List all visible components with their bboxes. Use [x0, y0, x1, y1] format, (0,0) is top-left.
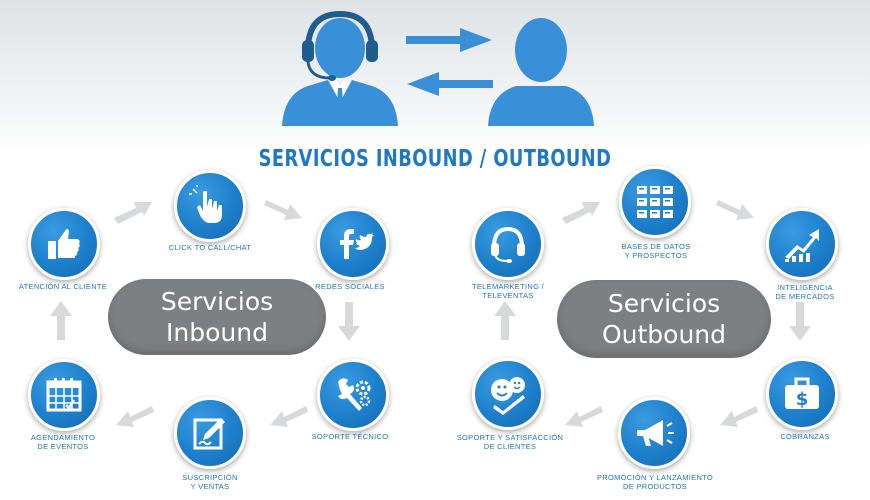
page-title: SERVICIOS INBOUND / OUTBOUND [258, 146, 612, 172]
outbound-center-line1: Servicios [607, 289, 721, 318]
outbound-center-pill: Servicios Outbound [557, 280, 771, 358]
gears-wrench-icon [338, 378, 371, 411]
inteligencia-mercados-node [766, 208, 838, 280]
growth-arrow-icon [785, 229, 819, 262]
agendamiento-node [28, 359, 100, 431]
thumbs-up-icon [48, 229, 80, 259]
inteligencia-mercados-label: INTELIGENCIA DE MERCADOS [775, 283, 835, 301]
soporte-tecnico-label: SOPORTE TÉCNICO [311, 432, 389, 441]
outbound-arrow-2 [789, 302, 811, 341]
redes-sociales-label: REDES SOCIALES [315, 282, 385, 291]
calendar-icon [46, 378, 82, 412]
signature-pen-icon [193, 418, 225, 450]
outbound-center-line2: Outbound [601, 320, 727, 349]
inbound-center-line2: Inbound [166, 318, 268, 347]
click-to-call-node [174, 170, 246, 242]
telemarketing-label: TELEMARKETING / TELEVENTAS [471, 282, 544, 300]
inbound-arrow-4 [116, 406, 154, 427]
outbound-arrow-6 [562, 202, 600, 224]
click-hand-icon [189, 185, 222, 223]
customer-icon [488, 18, 594, 126]
atencion-cliente-label: ATENCIÓN AL CLIENTE [18, 282, 108, 291]
inbound-arrow-6 [114, 202, 152, 224]
briefcase-dollar-icon: $ [785, 377, 819, 410]
agendamiento-label: AGENDAMIENTO DE EVENTOS [30, 433, 96, 451]
outbound-arrow-3 [720, 406, 758, 427]
suscripcion-label: SUSCRIPCIÓN Y VENTAS [182, 473, 238, 491]
redes-sociales-node [317, 208, 389, 280]
promocion-node [618, 397, 690, 469]
agent-headset-icon [282, 10, 398, 126]
inbound-arrow-5 [50, 301, 72, 340]
inbound-arrow-2 [338, 302, 360, 341]
cobranzas-label: COBRANZAS [780, 432, 830, 441]
smiley-faces-icon [491, 377, 525, 415]
atencion-cliente-node [28, 208, 100, 280]
outbound-arrow-4 [565, 406, 603, 427]
exchange-arrows-icon [406, 28, 493, 96]
bases-datos-label: BASES DE DATOS Y PROSPECTOS [621, 242, 691, 260]
cobranzas-node: $ [766, 358, 838, 430]
outbound-arrow-5 [494, 301, 516, 340]
soporte-satisfaccion-node [472, 358, 544, 430]
telemarketing-node [472, 208, 544, 280]
click-to-call-label: CLICK TO CALL/CHAT [168, 243, 252, 252]
database-grid-icon [637, 186, 673, 218]
inbound-center-line1: Servicios [160, 287, 274, 316]
inbound-arrow-1 [264, 200, 302, 220]
suscripcion-node [174, 397, 246, 469]
outbound-arrow-1 [716, 200, 754, 220]
inbound-center-pill: Servicios Inbound [108, 279, 326, 355]
megaphone-icon [637, 420, 674, 446]
svg-text:$: $ [796, 389, 809, 410]
soporte-satisfaccion-label: SOPORTE Y SATISFACCIÓN DE CLIENTES [456, 433, 564, 451]
bases-datos-node [619, 166, 691, 238]
promocion-label: PROMOCIÓN Y LANZAMIENTO DE PRODUCTOS [596, 473, 714, 491]
facebook-twitter-icon [340, 229, 374, 259]
inbound-arrow-3 [270, 406, 308, 427]
headset-icon [491, 226, 525, 263]
soporte-tecnico-node [317, 359, 389, 431]
